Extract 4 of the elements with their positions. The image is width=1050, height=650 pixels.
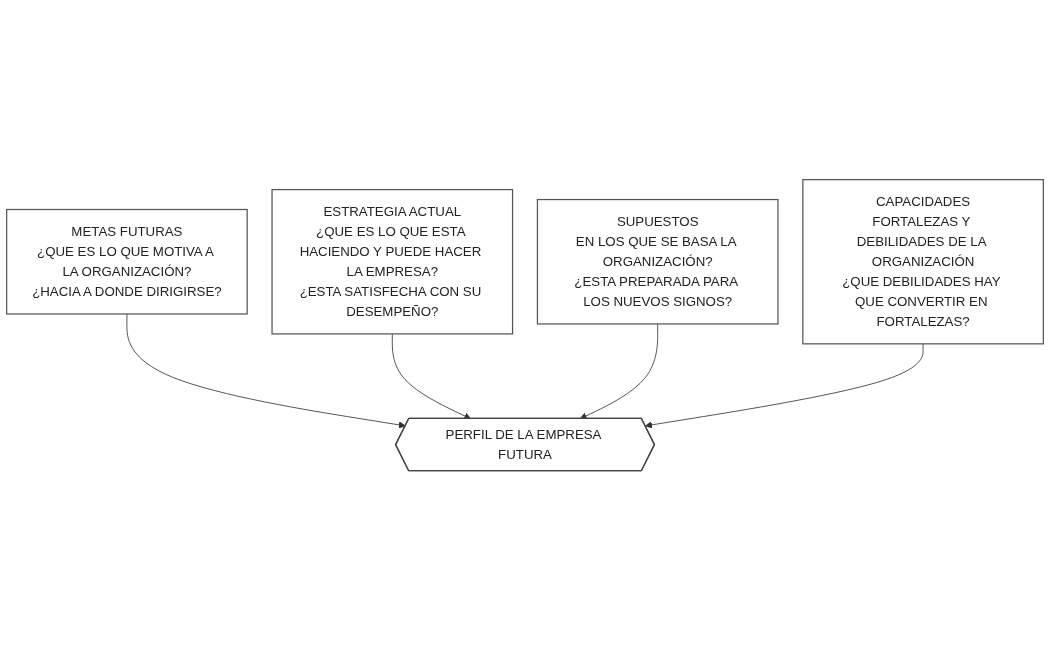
node-box: ESTRATEGIA ACTUAL ¿QUE ES LO QUE ESTA HACIENDO Y PUEDE HACER LA EMPRESA? ¿ESTA SATISFECHA CON SU DESEMPEÑO? xyxy=(271,188,514,335)
node-box: METAS FUTURAS ¿QUE ES LO QUE MOTIVA A LA ORGANIZACIÓN? ¿HACIA A DONDE DIRIGIRSE? xyxy=(6,208,248,315)
node-box: SUPUESTOS EN LOS QUE SE BASA LA ORGANIZACIÓN? ¿ESTA PREPARADA PARA LOS NUEVOS SIGNOS? xyxy=(536,198,779,325)
node-box: CAPACIDADES FORTALEZAS Y DEBILIDADES DE LA ORGANIZACIÓN ¿QUE DEBILIDADES HAY QUE CONVERTIR EN FORTALEZAS? xyxy=(802,178,1044,345)
